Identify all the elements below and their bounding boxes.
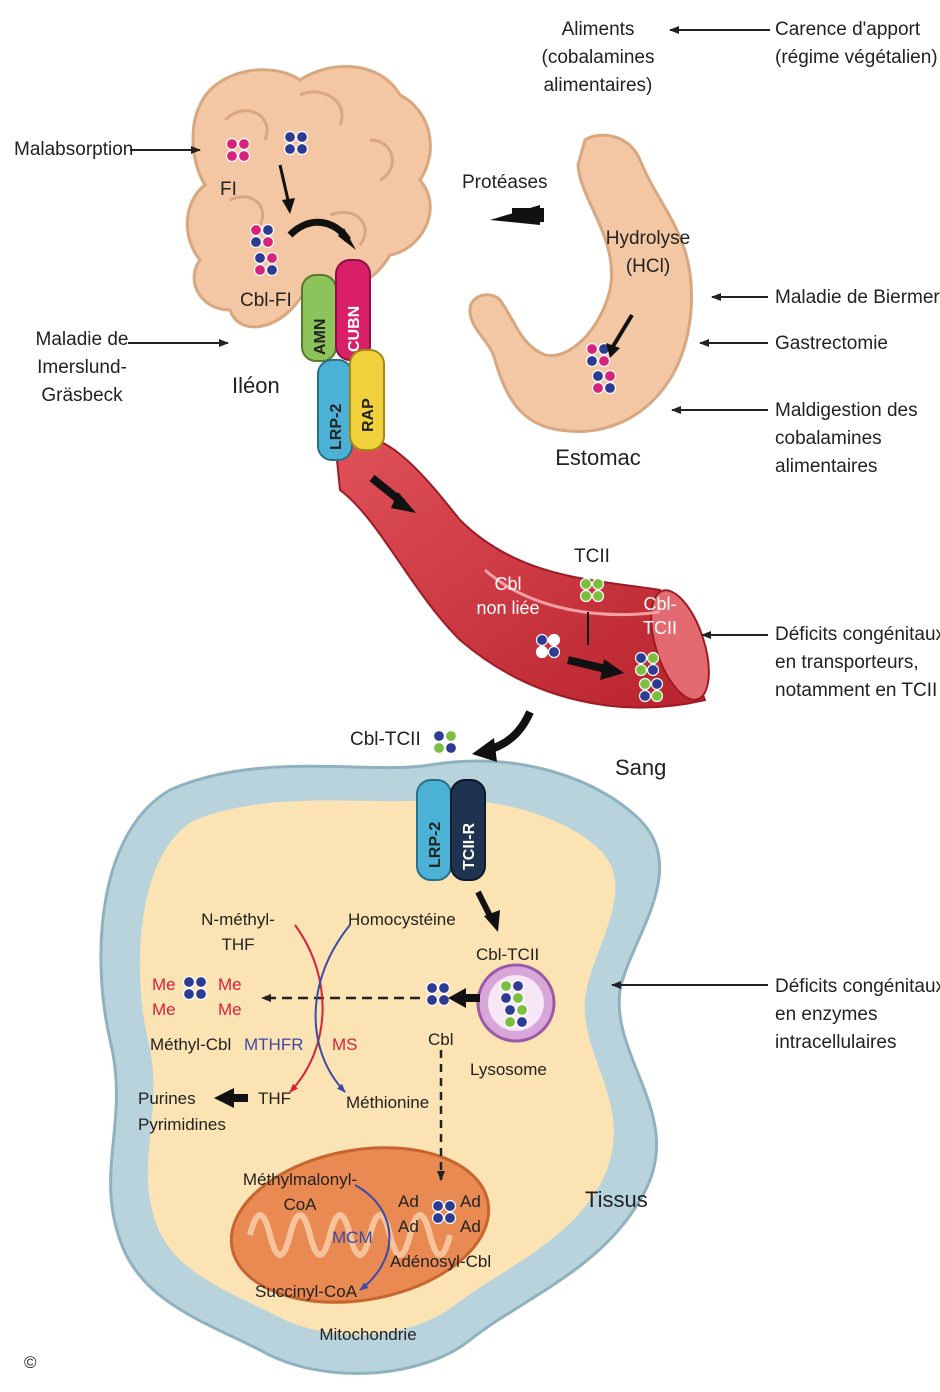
copyright-mark: © <box>24 1353 37 1372</box>
imerslund-label: Maladie de <box>36 329 129 350</box>
maldigestion-sub-1: cobalamines <box>775 428 882 449</box>
methyl-cbl-label: Méthyl-Cbl <box>150 1035 231 1054</box>
cbl-tcii-lyso-label: Cbl-TCII <box>476 945 539 964</box>
cell-receptors: LRP-2 TCII-R <box>417 780 485 880</box>
ileum-receptors: AMN CUBN LRP-2 RAP <box>302 260 384 460</box>
sang-label: Sang <box>615 755 666 780</box>
deficits-transport-sub-1: en transporteurs, <box>775 652 919 673</box>
pyrimidines-label: Pyrimidines <box>138 1115 226 1134</box>
me-label-4: Me <box>218 1000 242 1019</box>
gastrectomie-label: Gastrectomie <box>775 333 888 354</box>
deficits-enzymes-sub-1: en enzymes <box>775 1004 877 1025</box>
aliments-sub-2: alimentaires) <box>544 75 653 96</box>
cbl-non-liee-sub: non liée <box>476 598 539 618</box>
cbl-label: Cbl <box>428 1030 454 1049</box>
ad-label-2: Ad <box>460 1192 481 1211</box>
carence-sub: (régime végétalien) <box>775 47 938 68</box>
adenosyl-cbl-label: Adénosyl-Cbl <box>390 1252 491 1271</box>
estomac-label: Estomac <box>555 445 641 470</box>
methylmalonyl-label: Méthylmalonyl- <box>243 1170 357 1189</box>
amn-label: AMN <box>312 319 329 355</box>
tcii-label: TCII <box>574 546 610 567</box>
lrp2-ileum-label: LRP-2 <box>328 404 345 450</box>
ms-label: MS <box>332 1035 358 1054</box>
thf-label: THF <box>258 1089 291 1108</box>
imerslund-sub-2: Gräsbeck <box>41 385 123 406</box>
purines-label: Purines <box>138 1089 196 1108</box>
deficits-transport-sub-2: notamment en TCII <box>775 680 937 701</box>
blood-vessel <box>335 435 720 707</box>
carence-label: Carence d'apport <box>775 19 921 40</box>
ad-label-1: Ad <box>398 1192 419 1211</box>
cbl-tcii-vessel-label: Cbl- <box>643 594 676 614</box>
homocysteine-label: Homocystéine <box>348 910 456 929</box>
maldigestion-label: Maldigestion des <box>775 400 918 421</box>
cbl-tcii-top-label: Cbl-TCII <box>350 729 421 750</box>
imerslund-sub-1: Imerslund- <box>37 357 127 378</box>
methylmalonyl-coa-label: CoA <box>283 1195 317 1214</box>
mthfr-label: MTHFR <box>244 1035 303 1054</box>
tissus-label: Tissus <box>585 1187 648 1212</box>
cbl-fi-label: Cbl-FI <box>240 290 292 311</box>
deficits-enzymes-label: Déficits congénitaux <box>775 976 940 997</box>
aliments-label: Aliments <box>562 19 635 40</box>
ileon-label: Iléon <box>232 373 280 398</box>
rap-label: RAP <box>360 398 377 432</box>
deficits-enzymes-sub-2: intracellulaires <box>775 1032 896 1053</box>
cubn-label: CUBN <box>346 306 363 352</box>
proteases-label: Protéases <box>462 172 548 193</box>
thf-sub-label: THF <box>221 935 254 954</box>
lysosome-label: Lysosome <box>470 1060 547 1079</box>
succinyl-coa-label: Succinyl-CoA <box>255 1282 358 1301</box>
mitochondrie-label: Mitochondrie <box>319 1325 416 1344</box>
tcii-r-label: TCII-R <box>461 822 478 870</box>
biermer-label: Maladie de Biermer <box>775 287 940 308</box>
me-label-3: Me <box>152 1000 176 1019</box>
hydrolyse-label: Hydrolyse <box>606 228 690 249</box>
methionine-label: Méthionine <box>346 1093 429 1112</box>
n-methyl-thf-label: N-méthyl- <box>201 910 275 929</box>
ad-label-3: Ad <box>398 1217 419 1236</box>
fi-label: FI <box>220 179 237 200</box>
malabsorption-label: Malabsorption <box>14 139 133 160</box>
cbl-tcii-vessel-sub: TCII <box>643 618 677 638</box>
deficits-transport-label: Déficits congénitaux <box>775 624 940 645</box>
cbl-tcii-receptor-cluster-icon <box>434 731 457 754</box>
ad-label-4: Ad <box>460 1217 481 1236</box>
lrp2-cell-label: LRP-2 <box>427 822 444 868</box>
maldigestion-sub-2: alimentaires <box>775 456 877 477</box>
hcl-label: (HCl) <box>626 256 670 277</box>
me-label-1: Me <box>152 975 176 994</box>
me-label-2: Me <box>218 975 242 994</box>
mcm-label: MCM <box>332 1228 373 1247</box>
aliments-sub-1: (cobalamines <box>542 47 655 68</box>
cbl-non-liee-label: Cbl <box>494 574 521 594</box>
